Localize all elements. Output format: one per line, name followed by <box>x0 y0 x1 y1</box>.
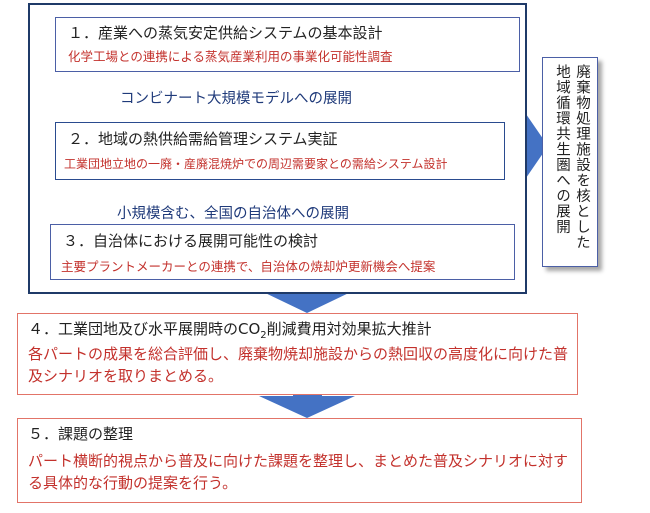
side-box: 廃棄物処理施設を核とした 地域循環共生圏への展開 <box>542 57 598 267</box>
arrow-label-2: 小規模含む、全国の自治体への展開 <box>117 206 349 222</box>
box-2: ２．地域の熱供給需給管理システム実証 工業団地立地の一廃・産廃混焼炉での周辺需要… <box>55 122 505 180</box>
box-5-body: パート横断的視点から普及に向けた課題を整理し、まとめた普及シナリオに対する具体的… <box>28 452 569 492</box>
box-4-title-sub: 2 <box>260 330 267 341</box>
box-2-title: ２．地域の熱供給需給管理システム実証 <box>68 130 338 148</box>
box-3-subtitle: 主要プラントメーカーとの連携で、自治体の焼却炉更新機会へ提案 <box>61 259 436 274</box>
box-1-subtitle: 化学工場との連携による蒸気産業利用の事業化可能性調査 <box>68 49 393 64</box>
box-4-body: 各パートの成果を総合評価し、廃棄物焼却施設からの熱回収の高度化に向けた普及シナリ… <box>28 345 569 385</box>
box-4-title-co: CO <box>238 320 261 338</box>
box-4-title: ４．工業団地及び水平展開時のCO2削減費用対効果拡大推計 <box>28 319 432 346</box>
box-3: ３．自治体における展開可能性の検討 主要プラントメーカーとの連携で、自治体の焼却… <box>50 224 515 280</box>
box-4-title-post: 削減費用対効果拡大推計 <box>266 320 432 338</box>
box-5-title: ５．課題の整理 <box>28 425 134 443</box>
side-box-text-col1: 廃棄物処理施設を核とした <box>574 64 590 250</box>
box-1: １．産業への蒸気安定供給システムの基本設計 化学工場との連携による蒸気産業利用の… <box>55 17 520 72</box>
box-2-subtitle: 工業団地立地の一廃・産廃混焼炉での周辺需要家との需給システム設計 <box>64 157 448 171</box>
side-box-text-col2: 地域循環共生圏への展開 <box>554 64 570 235</box>
box-4: ４．工業団地及び水平展開時のCO2削減費用対効果拡大推計 各パートの成果を総合評… <box>17 313 578 395</box>
arrow-label-1: コンビナート大規模モデルへの展開 <box>120 91 352 107</box>
down-arrow-2 <box>259 392 355 418</box>
box-5: ５．課題の整理 パート横断的視点から普及に向けた課題を整理し、まとめた普及シナリ… <box>17 418 582 503</box>
box-4-title-pre: ４．工業団地及び水平展開時の <box>28 320 239 338</box>
box-3-title: ３．自治体における展開可能性の検討 <box>63 232 319 250</box>
box-1-title: １．産業への蒸気安定供給システムの基本設計 <box>68 24 383 42</box>
